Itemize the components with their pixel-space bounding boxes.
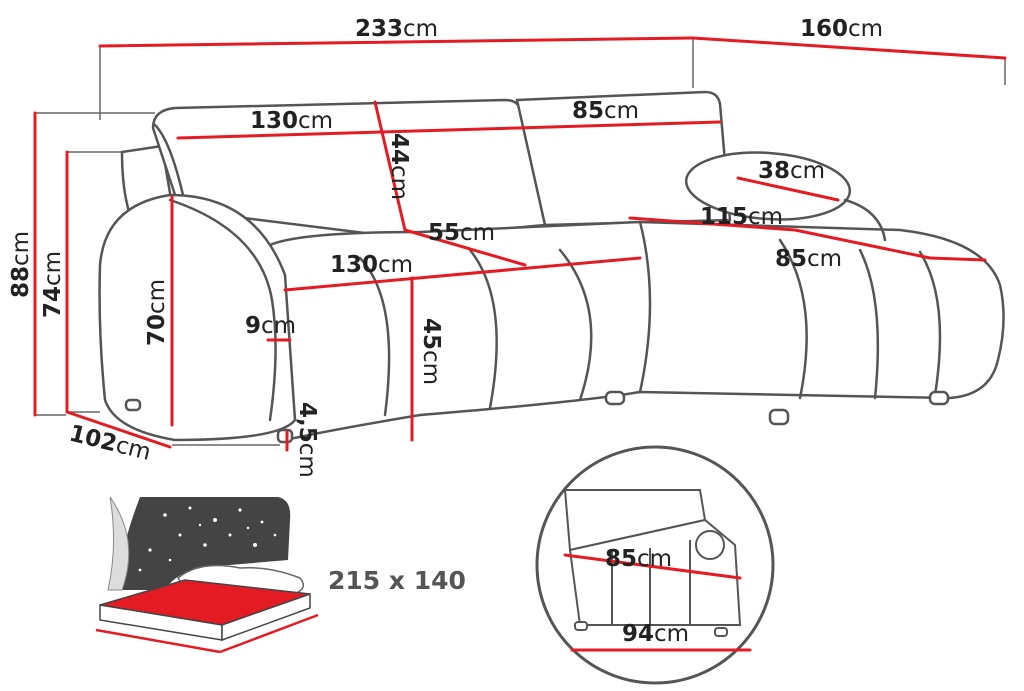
moon-shape [107,496,130,591]
dim-chaise-length: 115cm [700,204,783,230]
sleeping-function-icon: 215 x 140 [95,496,466,654]
dim-back-right: 85cm [572,98,639,124]
dim-back-left: 130cm [250,108,333,134]
stars-icon [138,506,277,572]
dim-seat-width: 130cm [330,252,413,278]
dim-seat-height: 45cm [418,318,444,385]
dim-pillow: 38cm [758,158,825,184]
extension-lines [35,38,1006,446]
sofa-leg [604,390,626,406]
detail-inset: 85cm 94cm [535,445,775,685]
dim-arm-width: 9cm [245,313,296,339]
inset-dim-top: 85cm [605,546,672,572]
dim-arm-height: 70cm [144,279,170,346]
inset-dim-bottom: 94cm [622,621,689,647]
backrest-cushion-line [153,123,185,197]
dim-height-total: 88cm [8,231,34,298]
measure-lines [33,36,1007,452]
sofa-leg [928,390,950,406]
sofa-leg [276,428,294,444]
dim-chaise-width: 85cm [775,246,842,272]
sofa-seat [268,220,1005,442]
dim-height-arm: 74cm [40,251,66,318]
sofa-leg [124,398,142,412]
sofa-leg [768,408,790,426]
mattress-side [221,592,311,642]
bed-size-label: 215 x 140 [328,566,466,595]
dim-chaise-depth: 160cm [800,16,883,42]
dim-leg-height: 4,5cm [294,402,320,478]
dim-seat-depth: 55cm [428,220,495,246]
dim-total-width: 233cm [355,16,438,42]
sofa-arm [98,193,297,442]
dim-back-height: 44cm [386,133,412,200]
